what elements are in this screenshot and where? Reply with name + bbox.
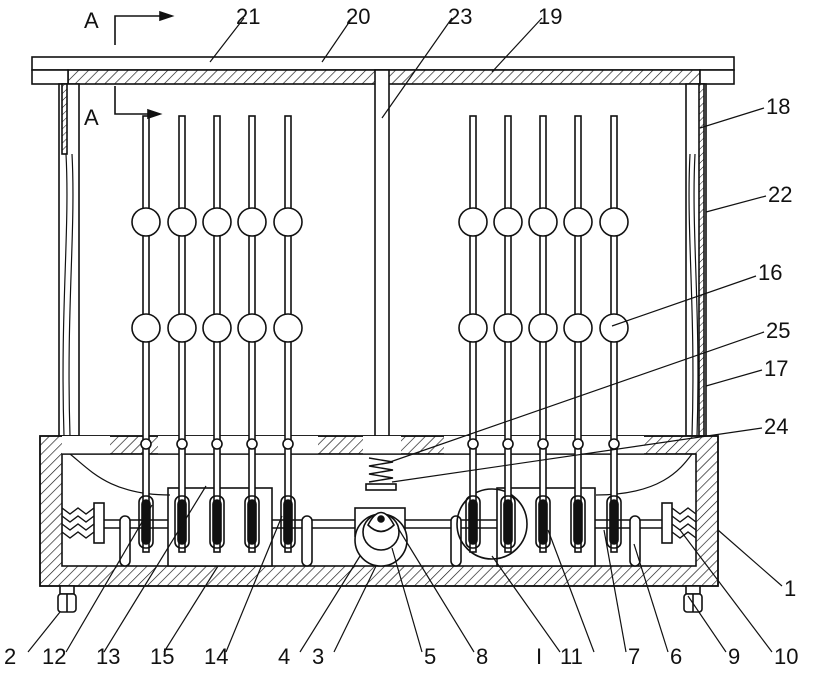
callout-8: 8 (476, 644, 488, 669)
ball-lower (600, 314, 628, 342)
callout-22: 22 (768, 182, 792, 207)
ball-upper (203, 208, 231, 236)
rod-joint (468, 439, 478, 449)
rod-slider-block (574, 500, 582, 544)
central-shaft-23 (375, 70, 389, 455)
callout-14: 14 (204, 644, 228, 669)
ball-upper (168, 208, 196, 236)
callout-17: 17 (764, 356, 788, 381)
rod-slider-block (610, 500, 618, 544)
callout-25: 25 (766, 318, 790, 343)
callout-13: 13 (96, 644, 120, 669)
rod-slider-block (248, 500, 256, 544)
ball-upper (494, 208, 522, 236)
callout-18: 18 (766, 94, 790, 119)
rod-joint (573, 439, 583, 449)
ball-upper (238, 208, 266, 236)
callout-4: 4 (278, 644, 290, 669)
rod-joint (141, 439, 151, 449)
ball-upper (459, 208, 487, 236)
callout-9: 9 (728, 644, 740, 669)
ball-upper (529, 208, 557, 236)
callout-I: I (536, 644, 542, 669)
rod-joint (609, 439, 619, 449)
rod-joint (538, 439, 548, 449)
wheel-left-2 (58, 586, 76, 612)
ball-lower (274, 314, 302, 342)
rod-joint (212, 439, 222, 449)
rod-slider-block (504, 500, 512, 544)
section-arrow-top (115, 12, 172, 45)
rod-slider-block (469, 500, 477, 544)
callout-21: 21 (236, 4, 260, 29)
top-plate-21 (32, 57, 734, 70)
wheel-right-9 (684, 586, 702, 612)
callout-12: 12 (42, 644, 66, 669)
eccentric-wheel-assembly (355, 508, 407, 566)
ball-lower (564, 314, 592, 342)
ball-lower (494, 314, 522, 342)
rod-slider-block (539, 500, 547, 544)
left-post (59, 84, 79, 436)
callout-23: 23 (448, 4, 472, 29)
section-arrow-mid (115, 86, 160, 118)
callout-20: 20 (346, 4, 370, 29)
ball-lower (529, 314, 557, 342)
callout-24: 24 (764, 414, 788, 439)
rod-joint (503, 439, 513, 449)
rod-slider-block (284, 500, 292, 544)
rod-slider-block (178, 500, 186, 544)
ball-upper (132, 208, 160, 236)
callout-7: 7 (628, 644, 640, 669)
callout-16: 16 (758, 260, 782, 285)
ball-upper (564, 208, 592, 236)
rod-joint (177, 439, 187, 449)
callout-11: 11 (560, 644, 583, 669)
callout-5: 5 (424, 644, 436, 669)
ball-upper (600, 208, 628, 236)
callout-15: 15 (150, 644, 174, 669)
rod-slider-block (142, 500, 150, 544)
section-letter-mid: A (84, 105, 99, 130)
ball-lower (459, 314, 487, 342)
rod-joint (283, 439, 293, 449)
callout-3: 3 (312, 644, 324, 669)
callout-6: 6 (670, 644, 682, 669)
callout-10: 10 (774, 644, 798, 669)
ball-lower (168, 314, 196, 342)
ball-upper (274, 208, 302, 236)
callout-1: 1 (784, 576, 796, 601)
ball-lower (132, 314, 160, 342)
callout-19: 19 (538, 4, 562, 29)
rod-joint (247, 439, 257, 449)
right-post-22 (686, 84, 706, 436)
section-letter-top: A (84, 8, 99, 33)
callout-2: 2 (4, 644, 16, 669)
ball-lower (238, 314, 266, 342)
ball-lower (203, 314, 231, 342)
rod-slider-block (213, 500, 221, 544)
